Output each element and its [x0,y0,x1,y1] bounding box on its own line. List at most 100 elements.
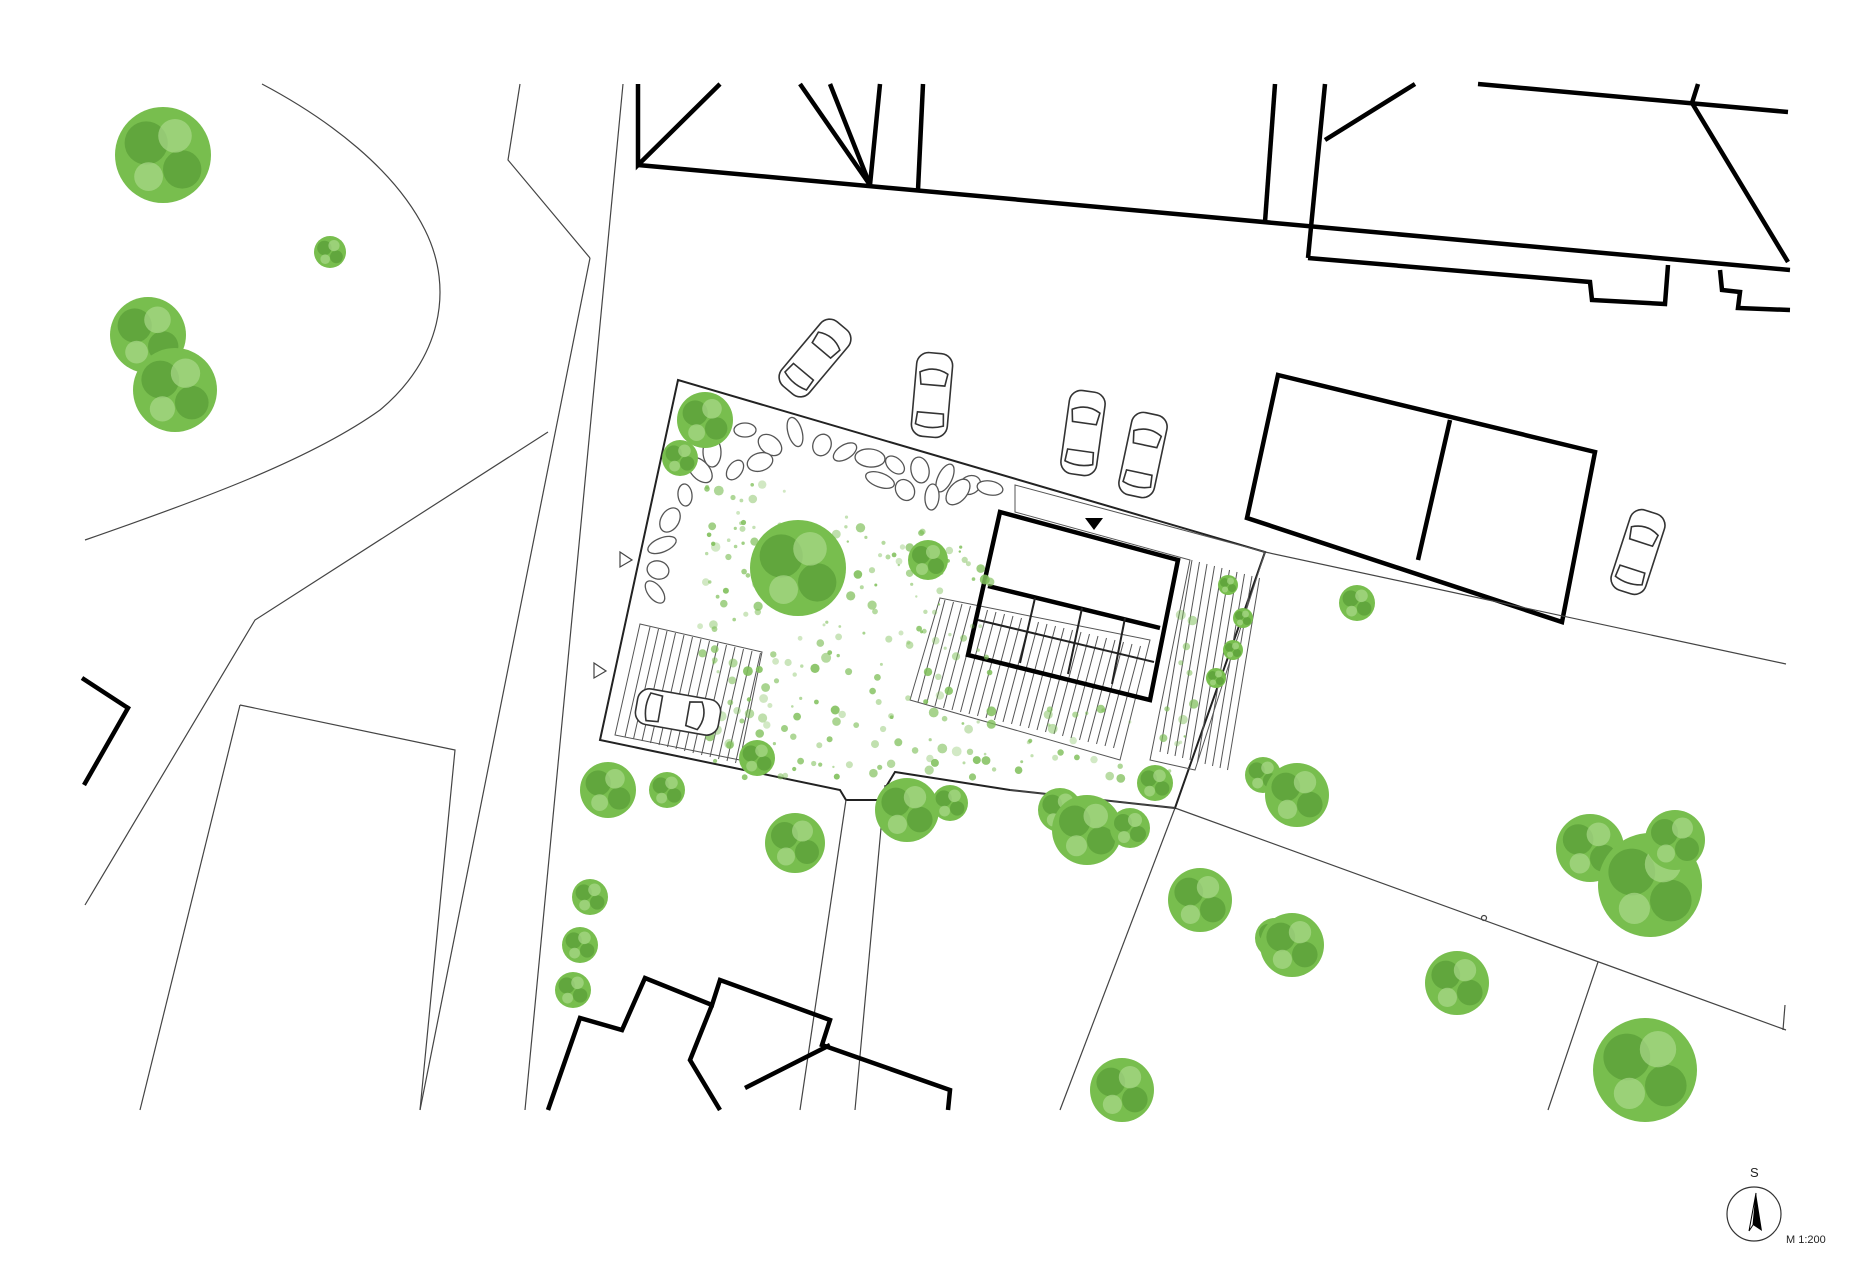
vegetation-dot [965,561,971,567]
car-icon [1058,388,1108,478]
stone [786,416,804,448]
parked-car-deck [632,686,724,738]
vegetation-dot [1090,755,1098,764]
vegetation-dot [811,760,817,767]
vegetation-dot [945,546,954,555]
vegetation-dot [875,699,882,705]
vegetation-dot [962,761,966,765]
vegetation-dot [844,515,849,519]
vegetation-dot [905,695,911,701]
tree-icon [875,778,939,842]
vegetation-dot [822,623,826,627]
tree-icon [932,785,968,821]
vegetation-dot [898,630,904,636]
vegetation-dot [928,738,932,742]
vegetation-dot [976,648,980,652]
terrace-hatch-line [1159,559,1193,753]
south-building [545,975,953,1112]
vegetation-dot [1030,754,1034,758]
vegetation-dot [708,522,717,531]
deck-hatch-line [1096,641,1124,745]
vegetation-dot [845,668,853,676]
deck-hatch-line [926,601,954,705]
terrace-hatch-line [1204,571,1238,765]
vegetation-dot [724,739,735,749]
vegetation-dot [722,587,729,594]
vegetation-dot [1072,711,1079,718]
vegetation-dot [781,725,788,732]
vegetation-dot [1026,740,1031,745]
vegetation-dot [753,601,763,611]
vegetation-dot [727,699,734,706]
tree-icon [1339,585,1375,621]
main-house [965,509,1181,703]
vegetation-dot [1020,760,1024,764]
vegetation-dot [772,658,779,665]
vegetation-dot [966,748,974,755]
vegetation-dot [1183,735,1186,738]
tree-icon [649,772,685,808]
vegetation-dot [853,570,863,579]
tree-icon [1090,1058,1154,1122]
vegetation-dot [826,736,833,743]
tree-icon [908,540,948,580]
vegetation-dot [1159,734,1168,743]
vegetation-dot [961,556,968,564]
vegetation-dot [877,764,883,770]
vegetation-dot [716,670,720,674]
north-letter: S [1750,1165,1759,1180]
stone [646,560,670,580]
vegetation-dot [916,625,922,632]
vegetation-dot [739,718,745,724]
vegetation-dot [937,603,941,606]
deck-hatch-line [1079,637,1107,741]
vegetation-dot [911,747,919,754]
car-icon [773,313,857,403]
vegetation-dot [743,611,749,617]
stone [746,451,774,473]
vegetation-dot [951,746,962,757]
vegetation-dot [991,767,997,772]
vegetation-dot [767,703,773,708]
vegetation-dot [905,569,914,577]
stone [647,535,677,555]
east-garages [1244,372,1598,625]
vegetation-dot [978,624,983,629]
vegetation-dot [899,544,906,550]
vegetation-dot [750,537,759,546]
vegetation-dot [872,608,878,615]
vegetation-dot [838,625,842,628]
terrace-hatch-line [1182,565,1215,759]
stone [884,455,906,475]
vegetation-dot [814,699,819,705]
vegetation-dot [711,541,716,546]
vegetation-dot [910,582,914,586]
vegetation-dot [710,645,719,653]
parking-hatch-line [624,626,651,738]
vegetation-dot [869,687,876,695]
vegetation-dot [1074,754,1080,761]
vegetation-dot [712,661,716,665]
vegetation-dot [1057,749,1064,756]
vegetation-dot [1047,723,1058,734]
vegetation-dot [943,646,947,650]
vegetation-dot [844,525,848,529]
vegetation-dot [951,652,961,661]
vegetation-dot [888,713,894,719]
vegetation-dot [864,535,868,540]
vegetation-dot [733,526,737,531]
vegetation-dot [816,742,823,749]
marker-triangle-1 [619,550,634,569]
vegetation-dot [782,772,789,779]
vegetation-dot [810,663,820,674]
vegetation-dot [730,494,736,501]
terrace-hatch-line [1189,567,1223,761]
stone [812,433,832,457]
vegetation-dot [926,754,934,763]
stone [924,483,940,511]
roads [84,83,624,1111]
tree-icon [1110,808,1150,848]
tree-icon [1168,868,1232,932]
stone [865,471,895,489]
